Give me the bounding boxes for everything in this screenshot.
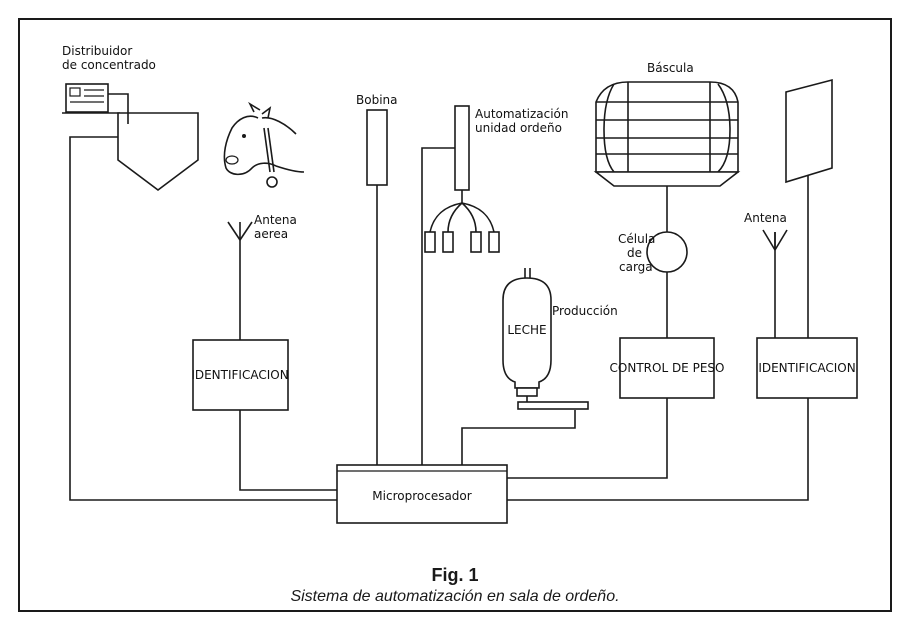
wire-identificacion-right: [507, 398, 809, 501]
label-antena-aerea-1: Antena: [254, 213, 297, 227]
cow-neck-bottom: [275, 165, 305, 173]
figure-number: Fig. 1: [431, 565, 479, 585]
cage-arc-right: [717, 83, 731, 173]
control-peso-box: [619, 337, 715, 399]
wire-distribuidor: [69, 136, 337, 501]
cow-head-icon: [223, 101, 305, 188]
load-cell-icon: [646, 231, 688, 273]
label-antena-right: Antena: [744, 211, 787, 225]
identificacion-right-box: [756, 337, 858, 399]
hose-2: [447, 202, 463, 233]
microprocesador-label: Microprocesador: [372, 489, 471, 503]
tank-body: [502, 277, 552, 389]
label-distribuidor-1: Distribuidor: [62, 44, 132, 58]
hose-3: [461, 202, 477, 233]
label-antena-aerea-2: aerea: [254, 227, 288, 241]
control-peso-label: CONTROL DE PESO: [610, 361, 725, 375]
feed-pipe: [108, 93, 129, 112]
cage-base: [593, 171, 741, 187]
bobina-coil-icon: [366, 109, 388, 186]
teat-cup-1: [424, 231, 436, 253]
cow-face: [223, 115, 277, 176]
cow-horn: [248, 101, 261, 113]
hose-1: [429, 202, 463, 233]
identificacion-left-label: IDENTIFICACION: [191, 368, 288, 382]
wire-automatizacion: [421, 147, 455, 465]
control-unit-icon: [65, 83, 109, 113]
label-produccion: Producción: [552, 304, 618, 318]
teat-cup-3: [470, 231, 482, 253]
cage-arc-left: [603, 83, 615, 173]
wire-identificacion-left: [239, 410, 337, 491]
cow-nose: [225, 155, 239, 165]
label-leche: LECHE: [507, 323, 546, 337]
cow-eye: [242, 134, 246, 138]
label-automatizacion-1: Automatización: [475, 107, 568, 121]
cow-neck-top: [261, 116, 297, 135]
teat-cup-2: [442, 231, 454, 253]
hose-4: [461, 202, 495, 233]
connection-wires: [69, 136, 809, 501]
milking-unit-tube: [454, 105, 470, 191]
cow-ear: [261, 106, 272, 119]
tank-tray: [517, 401, 589, 410]
label-celula-3: carga: [619, 260, 653, 274]
hopper-icon: [117, 112, 199, 191]
antenna-arm-right: [239, 221, 253, 241]
figure-caption-text: Sistema de automatización en sala de ord…: [290, 588, 620, 605]
wire-control-peso: [507, 398, 668, 479]
wire-produccion: [461, 410, 576, 465]
antenna-arm-left: [227, 221, 241, 241]
label-bascula: Báscula: [647, 61, 694, 75]
antenna-right-arm-left: [762, 229, 776, 251]
label-distribuidor-2: de concentrado: [62, 58, 156, 72]
milking-unit-icon: [424, 105, 500, 253]
label-automatizacion-2: unidad ordeño: [475, 121, 562, 135]
control-unit-screen: [69, 87, 81, 97]
tank-valve: [516, 387, 538, 397]
antenna-right-arm-right: [774, 229, 788, 251]
reader-panel-icon: [785, 78, 833, 184]
label-celula-1: Célula: [618, 232, 655, 246]
cage-outline: [595, 81, 739, 173]
figure-caption: Fig. 1 Sistema de automatización en sala…: [0, 565, 910, 606]
identificacion-right-label: IDENTIFICACION: [758, 361, 855, 375]
teat-cup-4: [488, 231, 500, 253]
cow-collar-1: [263, 127, 271, 173]
cow-collar-2: [267, 127, 275, 173]
identificacion-left-box: [192, 339, 289, 411]
milk-tank-icon: [502, 268, 589, 410]
distribuidor-concentrado: Distribuidor de concentrado: [62, 44, 199, 191]
antenna-aerea-icon: [227, 221, 253, 241]
microprocesador-box: [336, 464, 508, 524]
cow-tag-icon: [266, 176, 278, 188]
label-celula-2: de: [627, 246, 642, 260]
label-bobina: Bobina: [356, 93, 397, 107]
scale-cage-icon: [593, 81, 741, 187]
antenna-right-icon: [762, 229, 788, 251]
